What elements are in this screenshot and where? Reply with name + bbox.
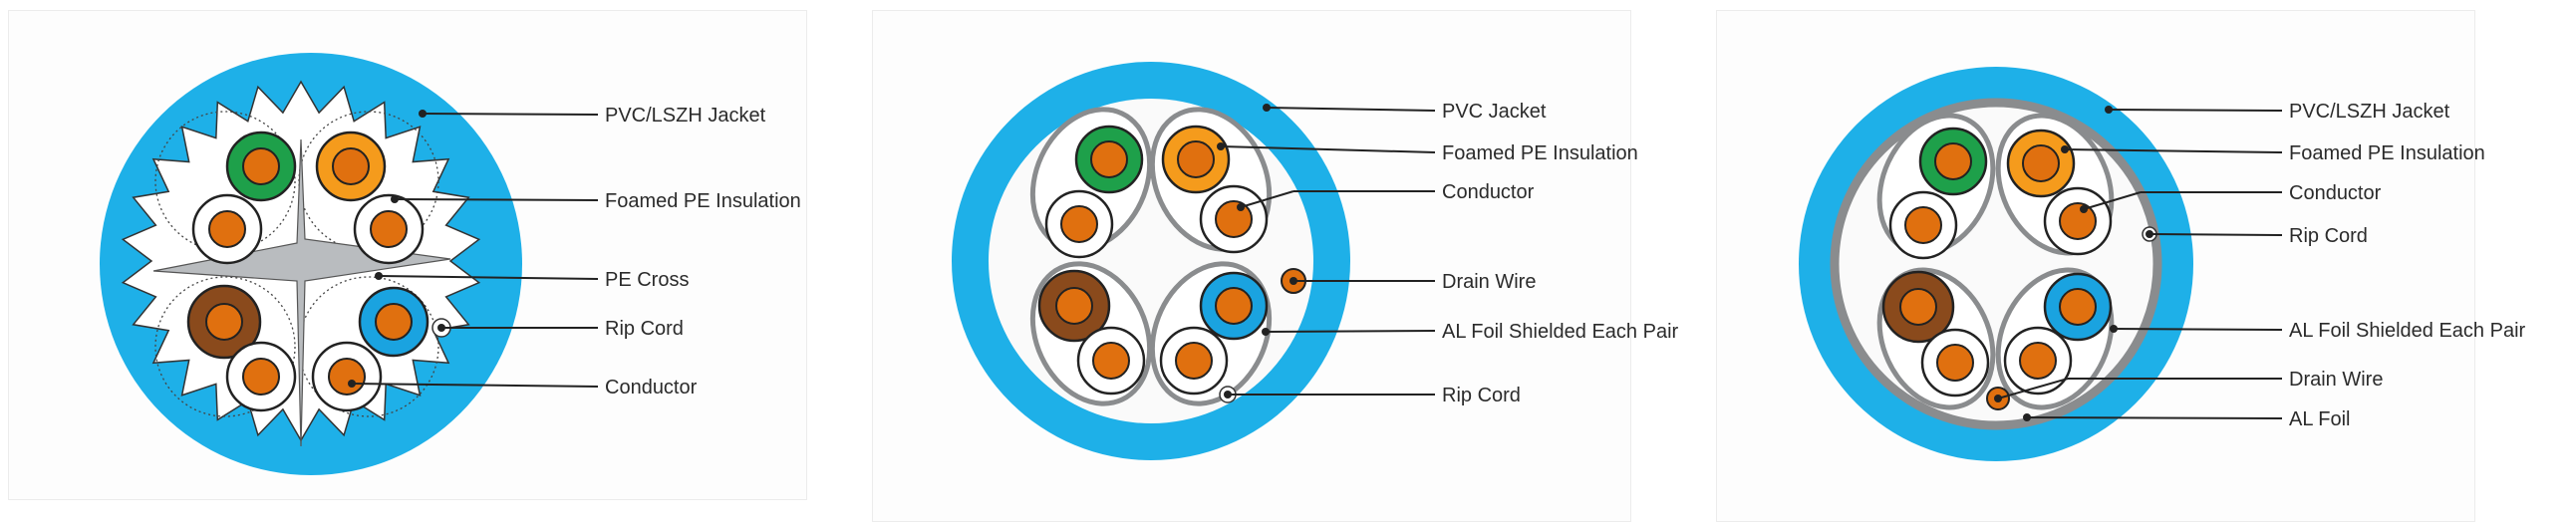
label-pair-shield: AL Foil Shielded Each Pair: [1442, 321, 1679, 343]
label-conductor: Conductor: [1442, 181, 1535, 203]
wire-blue: [358, 286, 429, 358]
wire-brown: [186, 284, 262, 360]
wire-white: [191, 193, 263, 265]
callout-dots-3: [1994, 106, 2153, 421]
wire-green: [225, 131, 297, 202]
wire-green: [1074, 125, 1144, 194]
cable-cross-section-2: [952, 62, 1350, 460]
callout-dots-2: [1217, 104, 1297, 398]
label-drain-wire: Drain Wire: [2289, 369, 2383, 391]
label-conductor: Conductor: [605, 377, 698, 398]
wire-white: [1159, 326, 1229, 396]
label-insulation: Foamed PE Insulation: [1442, 142, 1638, 164]
wire-white: [1076, 326, 1146, 396]
cable-cross-section-1: [100, 53, 522, 475]
label-insulation: Foamed PE Insulation: [2289, 142, 2485, 164]
wire-white: [1199, 184, 1269, 254]
pair-boundary: [298, 111, 439, 252]
wire-green: [1918, 127, 1988, 196]
callouts-2: [1220, 107, 1436, 396]
pair-boundary: [154, 276, 296, 417]
label-drain-wire: Drain Wire: [1442, 271, 1536, 293]
wire-white: [1888, 190, 1958, 260]
pair-boundary: [298, 276, 439, 417]
label-jacket: PVC/LSZH Jacket: [605, 105, 766, 127]
label-insulation: Foamed PE Insulation: [605, 190, 801, 212]
wire-white: [1044, 189, 1114, 259]
label-pe-cross: PE Cross: [605, 269, 689, 291]
label-jacket: PVC/LSZH Jacket: [2289, 101, 2450, 123]
wire-blue: [1199, 271, 1269, 341]
wire-brown: [1881, 270, 1955, 344]
label-jacket: PVC Jacket: [1442, 101, 1547, 123]
label-pair-shield: AL Foil Shielded Each Pair: [2289, 320, 2526, 342]
callouts-3: [1997, 109, 2283, 419]
cable-cross-section-3: [1799, 67, 2193, 461]
label-conductor: Conductor: [2289, 182, 2382, 204]
label-al-foil: AL Foil: [2289, 408, 2351, 430]
label-rip-cord: Rip Cord: [2289, 225, 2368, 247]
wire-brown: [1037, 269, 1111, 343]
callouts-1: [351, 113, 599, 388]
wire-orange: [315, 131, 387, 202]
label-rip-cord: Rip Cord: [605, 318, 684, 340]
wire-white: [353, 193, 425, 265]
wire-white: [311, 341, 383, 412]
pair-boundary: [154, 111, 296, 252]
label-rip-cord: Rip Cord: [1442, 385, 1521, 406]
wire-white: [1920, 328, 1990, 398]
wire-orange: [1161, 125, 1231, 194]
wire-orange: [2006, 129, 2076, 198]
wire-white: [2043, 186, 2113, 256]
wire-white: [225, 341, 297, 412]
wire-white: [2003, 326, 2073, 396]
wire-blue: [2043, 272, 2113, 342]
callout-dots-1: [348, 110, 445, 388]
